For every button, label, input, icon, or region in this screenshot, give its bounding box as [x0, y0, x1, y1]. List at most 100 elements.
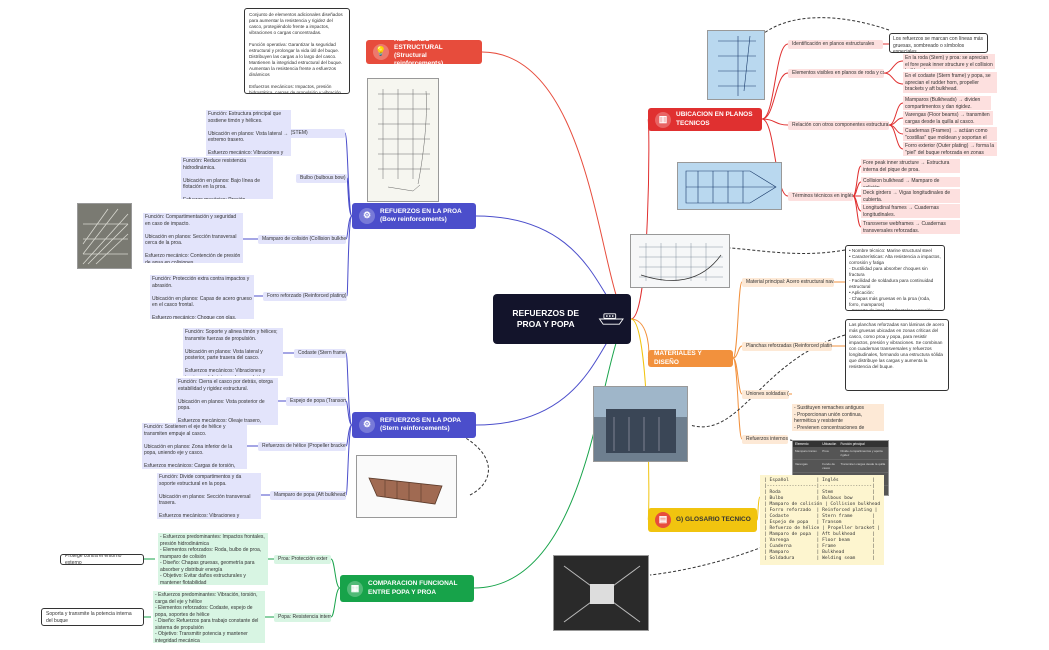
table-cell: Proa — [822, 449, 829, 453]
bow-construction-photo — [77, 203, 132, 269]
ubicacion-item-desc: Longitudinal frames → Cuadernas longitud… — [861, 204, 960, 218]
chart-icon: ▥ — [655, 111, 671, 128]
proa-item-label[interactable]: Forro reforzado (Reinforced plating) — [263, 292, 347, 301]
glosario-table: | Español | Inglés ||------------------|… — [760, 475, 884, 565]
lightbulb-icon: 💡 — [373, 44, 389, 60]
ship-icon — [599, 313, 625, 325]
comparacion-summary: Soporta y transmite la potencia interna … — [41, 608, 144, 626]
materiales-item-label[interactable]: Material principal: Acero estructural na… — [742, 278, 834, 287]
glosario-row: | Mamparo de popa | Aft bulkhead | — [764, 531, 875, 537]
table-header: Función principal — [840, 442, 865, 446]
popa-item-desc: Función: Soporte y alinea timón y hélice… — [183, 328, 283, 376]
ship-welding-photo — [593, 386, 688, 462]
ubicacion-item-desc: Collision bulkhead → Mamparo de colisión… — [861, 177, 960, 187]
glosario-row: | Mamparo | Bulkhead | — [764, 549, 875, 555]
table-cell: Mamparo transv. — [795, 449, 818, 453]
branch-materiales-label: MATERIALES Y DISEÑO — [654, 350, 702, 366]
comparacion-item-desc: - Esfuerzos predominantes: Impactos fron… — [158, 533, 268, 585]
stem-plan-image — [707, 30, 765, 100]
ubicacion-item-desc: Transverse webframes → Cuadernas transve… — [861, 220, 960, 234]
book-icon: ▤ — [655, 512, 671, 528]
hull-plan-image — [677, 162, 782, 210]
glosario-row: | Mamparo de colisión | Collision bulkhe… — [764, 501, 884, 507]
branch-proa[interactable]: ⚙ REFUERZOS EN LA PROA (Bow reinforcemen… — [352, 203, 476, 229]
internal-frame-photo — [553, 555, 649, 631]
comparacion-item-desc: - Esfuerzos predominantes: Vibración, to… — [153, 591, 265, 643]
gears-icon: ⚙ — [359, 208, 375, 224]
glosario-row: | Cuaderna | Frame | — [764, 543, 875, 549]
proa-item-desc: Función: Reduce resistencia hidrodinámic… — [181, 157, 273, 199]
comparacion-summary: Protege contra el entorno externo — [60, 554, 144, 565]
table-row: Varengas Fondo de casco Transmiten carga… — [793, 460, 888, 473]
proa-item-desc: Función: Estructura principal que sostie… — [206, 110, 291, 156]
ubicacion-item-desc: En la roda (Stem) y proa: se aprecian el… — [903, 54, 995, 69]
link-estructural — [481, 51, 632, 320]
ubicacion-item-label[interactable]: Relación con otros componentes estructur… — [788, 121, 889, 130]
glosario-header: | Español | Inglés | — [764, 478, 875, 483]
materiales-item-desc: Las planchas reforzadas son láminas de a… — [845, 319, 949, 391]
glosario-row: | Refuerzo de hélice | Propeller bracket… — [764, 525, 881, 531]
glosario-row: | Varenga | Floor beam | — [764, 537, 875, 543]
ubicacion-item-desc: Cuadernas (Frames) → actúan como "costil… — [903, 127, 997, 141]
glosario-row: | Roda | Stem | — [764, 489, 875, 495]
materiales-item-label[interactable]: Uniones soldadas (Welded joints) — [742, 390, 789, 399]
table-row: Mamparo transv. Proa Divide compartiment… — [793, 447, 888, 460]
glosario-rule: |------------------|-------------------| — [764, 483, 875, 489]
ubicacion-item-label[interactable]: Elementos visibles en planos de roda y c… — [788, 69, 884, 78]
ubicacion-item-desc: Varengas (Floor beams) → transmiten carg… — [903, 111, 993, 125]
table-cell: Transmiten cargas desde la quilla — [840, 462, 886, 466]
comparacion-item-label[interactable]: Proa: Protección exter — [274, 555, 331, 564]
popa-item-label[interactable]: Codaste (Stern frame) — [294, 349, 346, 358]
structural-drawing-image — [630, 234, 730, 288]
branch-ubicacion[interactable]: ▥ UBICACION EN PLANOS TECNICOS — [648, 108, 762, 131]
popa-item-label[interactable]: Mamparo de popa (Aft bulkhead) — [270, 491, 346, 500]
proa-item-desc: Función: Protección extra contra impacto… — [150, 275, 254, 319]
dashed-link — [755, 17, 890, 41]
glosario-row: | Forro reforzado | Reinforced plating | — [764, 507, 878, 513]
branch-estructural[interactable]: 💡 REFUERZO ESTRUCTURAL (Structural reinf… — [366, 40, 482, 64]
branch-popa-label: REFUERZOS EN LA POPA (Stern reinforcemen… — [380, 416, 461, 432]
ubicacion-item-label[interactable]: Identificación en planos estructurales — [788, 40, 883, 49]
ubicacion-item-label[interactable]: Términos técnicos en inglés — [788, 192, 853, 201]
stern-model-image — [356, 455, 457, 518]
gears-icon: ⚙ — [359, 417, 375, 433]
materiales-item-label[interactable]: Refuerzos internos — [742, 435, 788, 444]
branch-popa[interactable]: ⚙ REFUERZOS EN LA POPA (Stern reinforcem… — [352, 412, 476, 438]
image-icon: ▦ — [347, 580, 363, 597]
branch-materiales[interactable]: MATERIALES Y DISEÑO — [648, 350, 733, 367]
ubicacion-item-desc: Mamparos (Bulkheads) → dividen compartim… — [903, 96, 991, 110]
glosario-row: | Espejo de popa | Transom | — [764, 519, 875, 525]
popa-item-label[interactable]: Espejo de popa (Transom) — [286, 397, 346, 406]
branch-comparacion-label: COMPARACION FUNCIONAL ENTRE POPA Y PROA — [368, 580, 458, 596]
branch-estructural-label: REFUERZO ESTRUCTURAL (Structural reinfor… — [394, 40, 444, 64]
branch-glosario[interactable]: ▤ G) GLOSARIO TECNICO — [648, 508, 757, 532]
ubicacion-item-desc: Los refuerzos se marcan con líneas más g… — [889, 33, 988, 53]
popa-item-desc: Función: Divide compartimentos y da sopo… — [157, 473, 261, 519]
proa-item-label[interactable]: Bulbo (bulbous bow) — [296, 174, 347, 183]
branch-ubicacion-label: UBICACION EN PLANOS TECNICOS — [676, 111, 753, 127]
materiales-item-desc: - Sustituyen remaches antiguos - Proporc… — [792, 404, 884, 431]
table-cell: Varengas — [795, 462, 808, 466]
ubicacion-item-desc: Fore peak inner structure → Estructura i… — [861, 159, 960, 173]
popa-item-desc: Función: Cierra el casco por detrás, oto… — [176, 378, 278, 425]
proa-item-label[interactable]: RODA(STEM) — [272, 129, 345, 138]
comparacion-item-label[interactable]: Popa: Resistencia interna — [274, 613, 331, 622]
ubicacion-item-desc: En el codaste (Stern frame) y popa, se a… — [903, 72, 997, 93]
proa-item-label[interactable]: Mamparo de colisión (Collision bulkhead) — [258, 235, 346, 244]
branch-glosario-label: G) GLOSARIO TECNICO — [676, 515, 751, 523]
table-header: Elemento — [795, 442, 809, 446]
link-ubicacion — [630, 118, 650, 320]
branch-proa-label: REFUERZOS EN LA PROA (Bow reinforcements… — [380, 207, 462, 223]
glosario-row: | Codaste | Stern frame | — [764, 513, 875, 519]
glosario-row: | Soldadura | Welding seam | — [764, 555, 875, 561]
branch-comparacion[interactable]: ▦ COMPARACION FUNCIONAL ENTRE POPA Y PRO… — [340, 575, 474, 602]
ubicacion-item-desc: Deck girders → Vigas longitudinales de c… — [861, 189, 960, 203]
materiales-item-label[interactable]: Planchas reforzadas (Reinforced plating) — [742, 342, 832, 351]
popa-item-label[interactable]: Refuerzos de hélice (Propeller brackets) — [258, 442, 346, 451]
root-node[interactable]: REFUERZOS DE PROA Y POPA — [493, 294, 631, 344]
ubicacion-item-desc: Forro exterior (Outer plating) → forma l… — [903, 142, 997, 156]
bow-plan-image — [367, 78, 439, 202]
table-header: Ubicación — [822, 442, 837, 446]
materiales-item-desc: • Nombre técnico: Marine structural stee… — [845, 245, 945, 311]
root-title: REFUERZOS DE PROA Y POPA — [512, 308, 580, 329]
